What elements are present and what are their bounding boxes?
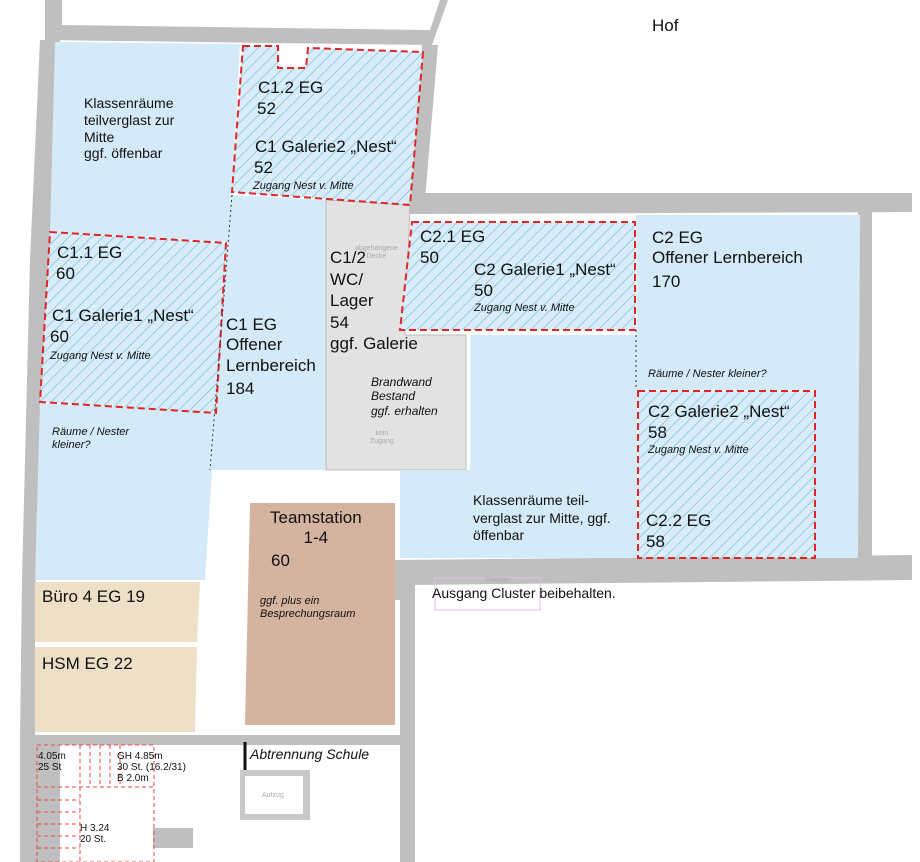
hsm-label: HSM EG 22 [42, 654, 133, 673]
c1-open-area: 184 [226, 379, 255, 398]
nest-c2-1 [398, 221, 636, 331]
stair3-label: H 3.24 20 St. [80, 823, 110, 845]
c2-2-area: 58 [646, 532, 665, 551]
room-hsm [35, 647, 197, 732]
c2-galerie2-note: Zugang Nest v. Mitte [648, 444, 749, 456]
c2-open-name: C2 EG Offener Lernbereich [652, 228, 803, 268]
c1-note: Räume / Nester kleiner? [52, 426, 130, 452]
c1-2-wc-label: C1/2 WC/ Lager 54 ggf. Galerie [330, 248, 418, 354]
c2-note: Räume / Nester kleiner? [648, 368, 767, 380]
buero-label: Büro 4 EG 19 [42, 587, 146, 606]
room-c2-open [636, 215, 860, 558]
classrooms-c2-label: Klassenräume teil- verglast zur Mitte, g… [473, 492, 611, 543]
classrooms-c1-label: Klassenräume teilverglast zur Mitte ggf.… [84, 95, 175, 162]
c2-galerie1-area: 50 [474, 281, 493, 300]
room-teamstation [245, 503, 395, 725]
exit-outline [434, 577, 541, 611]
nest-c1-2 [230, 45, 425, 207]
room-classrooms-c2 [400, 335, 637, 558]
stair2-label: GH 4.85m 30 St. (16.2/31) B 2.0m [117, 751, 186, 784]
c2-galerie2-area: 58 [648, 423, 667, 442]
ceiling-label: abgehangene Decke [355, 245, 398, 261]
elevator-shaft [245, 776, 303, 814]
teamstation-note: ggf. plus ein Besprechungsraum [260, 595, 356, 621]
separation-note: Abtrennung Schule [250, 746, 370, 762]
c1-2-area: 52 [257, 99, 276, 118]
firewall-note: Brandwand Bestand ggf. erhalten [371, 375, 438, 418]
c1-galerie2-name: C1 Galerie2 „Nest“ [255, 137, 397, 156]
stairs-dashed [36, 744, 155, 862]
exit-note: Ausgang Cluster beibehalten. [432, 585, 616, 601]
room-buero [35, 582, 200, 642]
c1-2-name: C1.2 EG [258, 78, 324, 97]
elevator-label: Aufzug [262, 792, 284, 799]
window-label: Fenster [486, 577, 510, 584]
c2-galerie1-name: C2 Galerie1 „Nest“ [474, 260, 616, 279]
no-access-label: kein Zugang [370, 430, 394, 446]
nest-c2-2 [637, 390, 816, 559]
c2-1-area: 50 [420, 248, 439, 267]
c2-1-name: C2.1 EG [420, 227, 486, 246]
c1-1-area: 60 [56, 264, 75, 283]
c1-open-name: C1 EG Offener Lernbereich [226, 315, 316, 375]
c2-galerie1-note: Zugang Nest v. Mitte [474, 302, 575, 314]
c1-1-name: C1.1 EG [57, 243, 123, 262]
nest-c1-1 [38, 230, 228, 415]
stair1-label: 4.05m 25 St [38, 751, 66, 773]
c2-2-name: C2.2 EG [646, 511, 712, 530]
c1-galerie1-name: C1 Galerie1 „Nest“ [52, 306, 194, 325]
dotted-divider [209, 194, 233, 471]
courtyard-label: Hof [652, 16, 679, 35]
teamstation-name: Teamstation 1-4 [270, 508, 362, 548]
c1-galerie2-note: Zugang Nest v. Mitte [253, 180, 354, 192]
teamstation-area: 60 [271, 551, 290, 570]
c2-galerie2-name: C2 Galerie2 „Nest“ [648, 402, 790, 421]
c1-galerie1-area: 60 [50, 327, 69, 346]
c1-galerie2-area: 52 [254, 158, 273, 177]
c2-open-area: 170 [652, 272, 681, 291]
room-classrooms-c1 [50, 42, 240, 242]
room-c1-open [35, 195, 326, 580]
c1-galerie1-note: Zugang Nest v. Mitte [50, 350, 151, 362]
